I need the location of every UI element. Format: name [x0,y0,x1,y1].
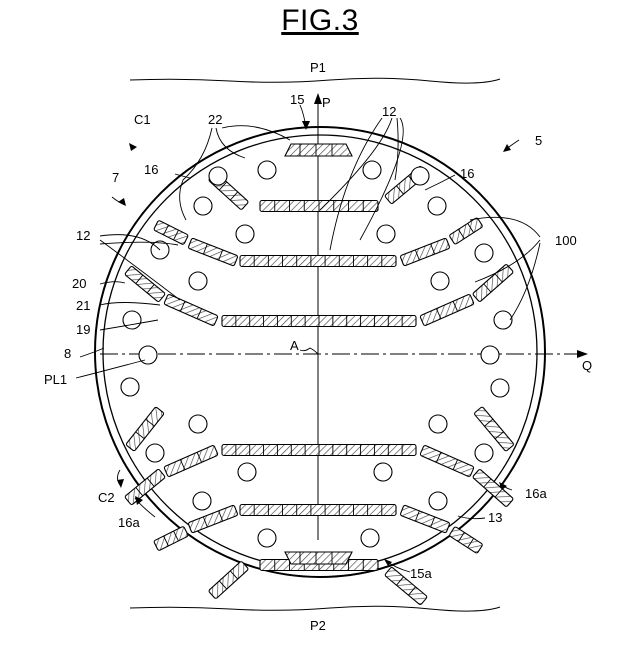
hole-circle [491,379,509,397]
magnet-side-upper-7 [449,217,483,244]
label-12-top: 12 [382,104,396,119]
label-15a: 15a [410,566,432,581]
hole-circle [194,197,212,215]
hole-circle [361,529,379,547]
label-12-left: 12 [76,228,90,243]
magnet-side-upper-12 [164,294,218,326]
magnet-bar-lower-1 [240,505,396,516]
label-c2: C2 [98,490,115,505]
hole-circle [238,463,256,481]
label-13: 13 [488,510,502,525]
magnet-side-lower-16 [164,445,218,477]
magnet-bar-upper-0 [260,201,378,212]
label-p-axis: P [322,95,331,110]
label-p1: P1 [310,60,326,75]
label-c1: C1 [134,112,151,127]
q-axis-arrow [577,350,588,358]
hole-circle [429,415,447,433]
hole-circle [121,378,139,396]
magnet-side-lower-17 [420,445,474,477]
trapezoid-block-15 [285,144,352,156]
hole-circle [411,167,429,185]
label-q-axis: Q [582,358,592,373]
p-axis-arrow [314,93,322,104]
hole-circle [428,197,446,215]
magnet-bar-upper-2 [222,316,416,327]
hole-circle [363,161,381,179]
hole-circle [494,311,512,329]
label-7: 7 [112,170,119,185]
hole-circle [374,463,392,481]
trapezoid-block-15a [285,552,352,564]
hole-circle [475,444,493,462]
label-8: 8 [64,346,71,361]
magnet-side-lower-8 [188,505,238,533]
label-16-right: 16 [460,166,474,181]
hole-circle [475,244,493,262]
magnet-side-upper-15 [472,264,513,302]
label-100: 100 [555,233,577,248]
label-pl1: PL1 [44,372,67,387]
label-19: 19 [76,322,90,337]
break-line-top [130,78,500,83]
label-20: 20 [72,276,86,291]
label-16a-left: 16a [118,515,140,530]
figure-title: FIG.3 [0,4,640,38]
leader-arrowheads [117,121,511,566]
label-15: 15 [290,92,304,107]
hole-circle [377,225,395,243]
label-5: 5 [535,133,542,148]
magnet-side-upper-5 [400,238,450,266]
hole-circle [236,225,254,243]
hole-circle [193,492,211,510]
hole-circle [209,167,227,185]
hole-circle [189,415,207,433]
hole-circle [481,346,499,364]
magnet-side-lower-2 [208,561,248,599]
label-16-left: 16 [144,162,158,177]
magnet-side-upper-4 [188,238,238,266]
label-16a-right: 16a [525,486,547,501]
hole-circle [258,529,276,547]
label-p2: P2 [310,618,326,633]
magnet-bar-lower-2 [222,445,416,456]
hole-circle [429,492,447,510]
magnet-bar-upper-1 [240,256,396,267]
hole-circle [431,272,449,290]
hole-circle [123,311,141,329]
label-22: 22 [208,112,222,127]
hole-circle [146,444,164,462]
magnet-side-upper-13 [420,294,474,326]
label-a: A [290,338,299,353]
break-line-bottom [130,606,500,611]
hole-circle [258,161,276,179]
magnet-side-lower-11 [449,526,483,553]
label-21: 21 [76,298,90,313]
magnet-side-lower-10 [154,526,189,551]
hole-circle [189,272,207,290]
